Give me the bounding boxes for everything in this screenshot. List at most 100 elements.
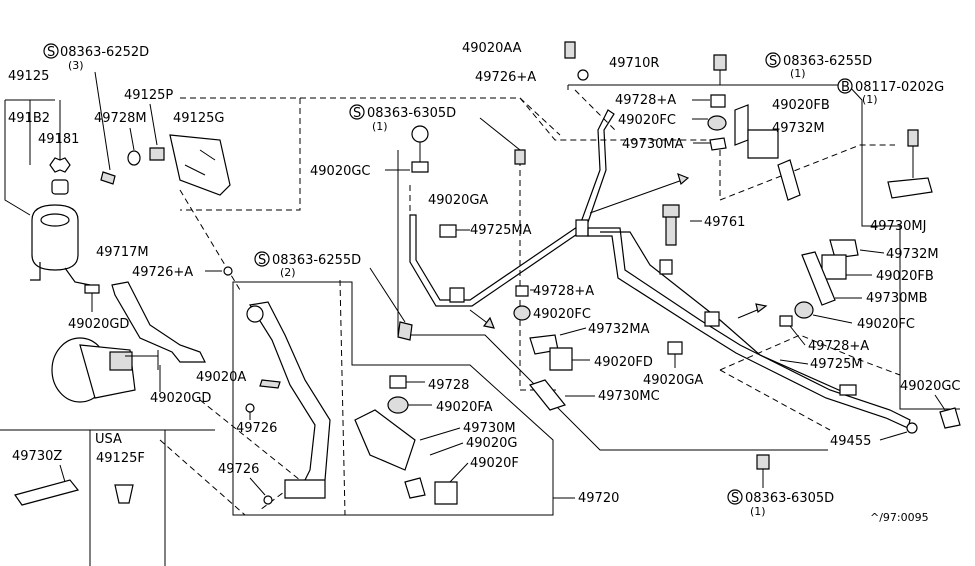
label-49728a-top: 49728+A xyxy=(615,93,676,108)
label-08363-6305d-bot: 08363-6305D xyxy=(745,491,834,506)
label-49730mc: 49730MC xyxy=(598,389,660,404)
label-qty-1c: (1) xyxy=(372,120,388,133)
label-qty-1b: (1) xyxy=(862,93,878,106)
label-49720: 49720 xyxy=(578,491,619,506)
bolt-icon xyxy=(907,129,919,147)
label-49730ma: 49730MA xyxy=(622,137,684,152)
label-49710r: 49710R xyxy=(609,56,659,71)
label-49732m-right: 49732M xyxy=(886,247,939,262)
bracket-49730mj-icon xyxy=(887,177,933,199)
bolt-icon xyxy=(397,321,413,341)
label-49020fb-top: 49020FB xyxy=(772,98,830,113)
s-circle-symbol: S xyxy=(258,253,266,268)
s-circle-symbol: S xyxy=(353,106,361,121)
bolt-49020a-icon xyxy=(259,379,281,389)
bracket-49730m-icon xyxy=(354,409,416,471)
return-line-icon xyxy=(409,109,615,307)
b-circle-symbol: B xyxy=(841,80,850,95)
grommet-icon xyxy=(387,396,409,414)
flow-arrow-icon xyxy=(589,177,689,214)
label-49730mb: 49730MB xyxy=(866,291,928,306)
washer-icon xyxy=(223,266,233,276)
label-49020ga-top: 49020GA xyxy=(428,193,488,208)
label-qty-3: (3) xyxy=(68,59,84,72)
bracket-icon xyxy=(777,159,801,201)
clamp-icon xyxy=(84,284,100,294)
label-08363-6255d-top: 08363-6255D xyxy=(783,54,872,69)
label-49730mj: 49730MJ xyxy=(870,219,926,234)
label-49728: 49728 xyxy=(428,378,469,393)
clamp-49020fb-icon xyxy=(734,104,749,146)
s-circle-symbol: S xyxy=(47,45,55,60)
label-49728a-right: 49728+A xyxy=(808,339,869,354)
label-49020fc-top: 49020FC xyxy=(618,113,676,128)
label-49728a-mid: 49728+A xyxy=(533,284,594,299)
bolt-08117-0202g: B 08117-0202G (1) xyxy=(837,78,944,178)
label-08117-0202g: 08117-0202G xyxy=(855,80,944,95)
label-49125: 49125 xyxy=(8,69,49,84)
s-circle-symbol: S xyxy=(731,491,739,506)
reservoir-cap-icon xyxy=(49,157,71,173)
label-49125p: 49125P xyxy=(124,88,173,103)
strainer-icon xyxy=(51,179,69,195)
bracket-icon xyxy=(801,251,836,306)
label-49455: 49455 xyxy=(830,434,871,449)
label-qty-2: (2) xyxy=(280,266,296,279)
bolt-08363-6305d-bot: S 08363-6305D (1) xyxy=(727,454,834,518)
label-49730z: 49730Z xyxy=(12,449,62,464)
bolt-icon xyxy=(756,454,770,470)
label-49761: 49761 xyxy=(704,215,745,230)
label-49726a-top: 49726+A xyxy=(475,70,536,85)
label-49728m: 49728M xyxy=(94,111,147,126)
bolt-49020aa-icon xyxy=(564,41,576,59)
label-08363-6252d: 08363-6252D xyxy=(60,45,149,60)
label-49020fc-mid: 49020FC xyxy=(533,307,591,322)
clamp-icon xyxy=(829,239,859,259)
label-49020aa: 49020AA xyxy=(462,41,522,56)
label-49020g: 49020G xyxy=(466,436,517,451)
reservoir-assembly xyxy=(4,99,91,286)
bracket-49125g-icon xyxy=(169,134,231,196)
label-49732ma: 49732MA xyxy=(588,322,650,337)
collar-icon xyxy=(389,375,407,389)
grommet-icon xyxy=(794,301,814,319)
label-49717m: 49717M xyxy=(96,245,149,260)
diagram-reference-code: ^/97:0095 xyxy=(870,511,929,524)
clamp-icon xyxy=(439,224,457,238)
label-49726-2: 49726 xyxy=(218,462,259,477)
suction-hose-icon xyxy=(111,281,206,363)
grommet-icon xyxy=(707,115,727,131)
grommet-icon xyxy=(513,305,531,321)
bolt-08363-6252d-group: S 08363-6252D (3) xyxy=(43,43,149,185)
label-49726-1: 49726 xyxy=(236,421,277,436)
label-49181: 49181 xyxy=(38,132,79,147)
label-49020a: 49020A xyxy=(196,370,246,385)
washer-icon xyxy=(577,69,589,81)
bolt-08363-6255d-top: S 08363-6255D (1) xyxy=(713,52,872,85)
label-49020gd-2: 49020GD xyxy=(150,391,211,406)
label-49020fc-right: 49020FC xyxy=(857,317,915,332)
label-qty-1d: (1) xyxy=(750,505,766,518)
label-49020gd-1: 49020GD xyxy=(68,317,129,332)
pressure-switch-icon xyxy=(662,204,680,246)
clip-49125f-icon xyxy=(114,484,134,504)
label-49020ga-mid: 49020GA xyxy=(643,373,703,388)
label-49020fd: 49020FD xyxy=(594,355,653,370)
label-49020gc-right: 49020GC xyxy=(900,379,961,394)
label-qty-1a: (1) xyxy=(790,67,806,80)
bushing-icon xyxy=(149,147,165,161)
s-circle-symbol: S xyxy=(769,54,777,69)
collar-icon xyxy=(710,94,726,108)
bolt-08363-6255d-mid: S 08363-6255D (2) xyxy=(254,251,413,341)
label-49726a-left: 49726+A xyxy=(132,265,193,280)
label-49125g: 49125G xyxy=(173,111,224,126)
label-49125f: 49125F xyxy=(96,451,145,466)
bracket-49730mc-icon xyxy=(528,379,567,411)
clip-icon xyxy=(411,125,429,143)
bolt-icon xyxy=(100,171,116,185)
pump-assembly xyxy=(51,337,159,403)
pressure-hose-icon xyxy=(249,301,331,493)
bolt-icon xyxy=(514,149,526,165)
label-49020f: 49020F xyxy=(470,456,519,471)
